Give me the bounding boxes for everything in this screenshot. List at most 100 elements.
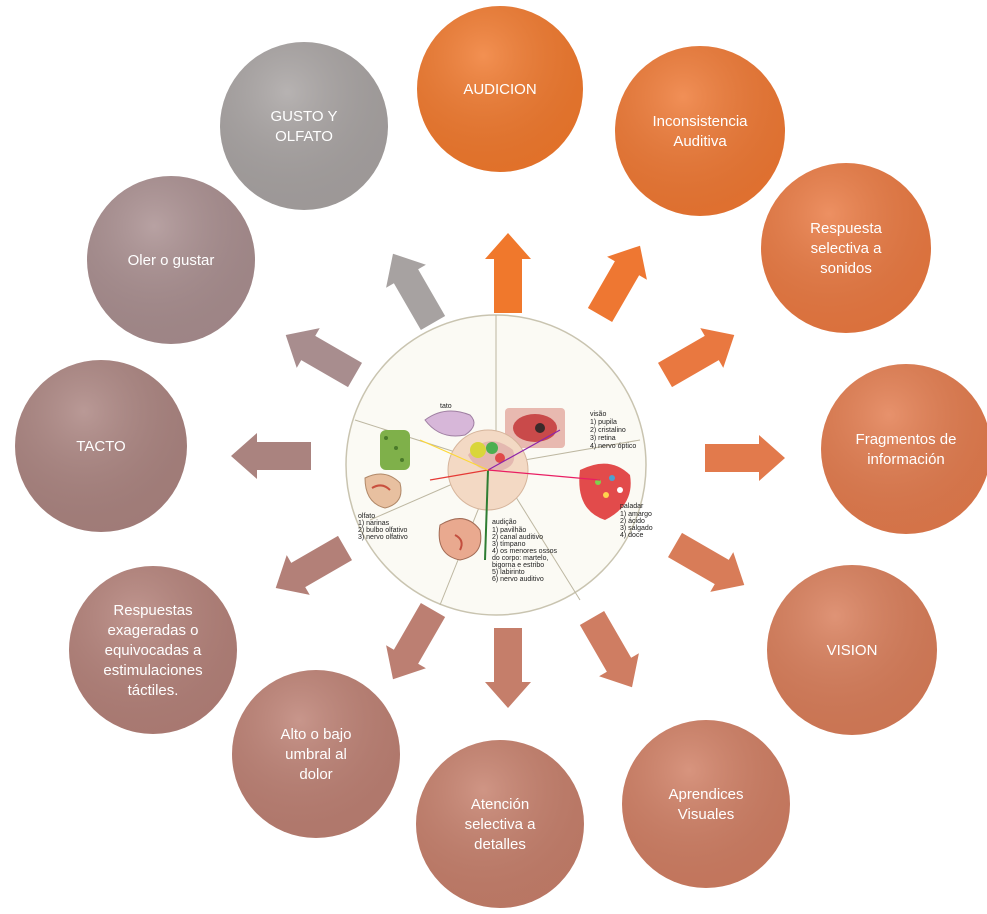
node-oler-gustar: Oler o gustar <box>87 176 255 344</box>
node-label-line: OLFATO <box>275 128 333 145</box>
node-label-line: Oler o gustar <box>128 252 215 269</box>
node-shading <box>15 360 187 532</box>
node-label-line: detalles <box>474 836 526 853</box>
center-list-item: 1) pupila <box>590 419 617 426</box>
center-list-item: 1) pavilhão <box>492 527 526 534</box>
label-visao: visão <box>590 411 606 418</box>
node-shading <box>417 6 583 172</box>
node-atencion-selectiva: Atención selectiva a detalles <box>416 740 584 908</box>
node-label-line: VISION <box>827 642 878 659</box>
node-shading <box>821 364 987 534</box>
node-gusto-olfato: GUSTO Y OLFATO <box>220 42 388 210</box>
center-list-item: 2) bulbo olfativo <box>358 527 408 534</box>
center-list-item: 6) nervo auditivo <box>492 576 544 583</box>
arrow-shape <box>485 233 531 313</box>
center-list-item: 4) nervo óptico <box>590 443 636 450</box>
center-list-item: 3) nervo olfativo <box>358 534 408 541</box>
node-vision: VISION <box>767 565 937 735</box>
node-label-line: selectiva a <box>465 816 537 833</box>
arrow-to-respuestas-exageradas <box>275 535 352 595</box>
node-shading <box>767 565 937 735</box>
arrow-to-audicion <box>485 233 531 313</box>
arrow-shape <box>658 328 735 388</box>
center-list-item: 3) salgado <box>620 525 653 532</box>
arrow-shape <box>485 628 531 708</box>
node-label-line: Atención <box>471 796 529 813</box>
node-label-line: AUDICION <box>463 81 536 98</box>
node-tacto: TACTO <box>15 360 187 532</box>
node-shading <box>615 46 785 216</box>
arrow-shape <box>579 611 639 688</box>
arrow-shape <box>285 328 362 388</box>
center-list-item: 3) retina <box>590 435 616 442</box>
node-shading <box>220 42 388 210</box>
arrow-to-umbral-dolor <box>386 603 446 680</box>
node-label-line: sonidos <box>820 260 872 277</box>
center-list-item: 1) narinas <box>358 520 390 527</box>
node-label-line: estimulaciones <box>103 662 202 679</box>
node-shading <box>69 566 237 734</box>
arrow-shape <box>275 535 352 595</box>
node-shading <box>232 670 400 838</box>
node-label-line: Alto o bajo <box>281 726 352 743</box>
node-label-line: táctiles. <box>128 682 179 699</box>
arrow-to-oler-gustar <box>285 328 362 388</box>
node-label-line: Aprendices <box>668 786 743 803</box>
center-list-item: 2) ácido <box>620 518 645 525</box>
node-label-line: GUSTO Y <box>271 108 338 125</box>
center-list-item: 2) cristalino <box>590 427 626 434</box>
node-label-line: Visuales <box>678 806 734 823</box>
label-olfato: olfato <box>358 513 375 520</box>
node-label-line: exageradas o <box>108 622 199 639</box>
node-label-line: equivocadas a <box>105 642 202 659</box>
node-label-line: Auditiva <box>673 133 727 150</box>
center-list-item: 3) tímpano <box>492 541 526 548</box>
node-label-line: Fragmentos de <box>856 431 957 448</box>
center-list-item: 5) labirinto <box>492 569 525 576</box>
node-label-line: Respuesta <box>810 220 882 237</box>
node-shading <box>761 163 931 333</box>
node-respuesta-selectiva: Respuesta selectiva a sonidos <box>761 163 931 333</box>
arrow-to-gusto-olfato <box>386 253 446 330</box>
node-shading <box>622 720 790 888</box>
node-audicion: AUDICION <box>417 6 583 172</box>
arrow-shape <box>231 433 311 479</box>
node-label-line: selectiva a <box>811 240 883 257</box>
arrow-to-respuesta-selectiva <box>658 328 735 388</box>
touch-illustration: tato <box>380 403 475 470</box>
center-list-item: 4) os menores ossos <box>492 548 557 555</box>
arrow-to-aprendices-visuales <box>579 611 639 688</box>
arrow-to-inconsistencia-auditiva <box>587 245 647 322</box>
node-label-line: dolor <box>299 766 332 783</box>
label-tato: tato <box>440 403 452 410</box>
node-label-line: Inconsistencia <box>652 113 748 130</box>
arrow-shape <box>668 532 745 592</box>
arrow-to-vision <box>668 532 745 592</box>
arrow-shape <box>386 253 446 330</box>
arrows-layer <box>231 233 785 708</box>
center-list-item: bigorna e estribo <box>492 562 544 569</box>
center-list-item: 2) canal auditivo <box>492 534 543 541</box>
center-list-item: do corpo: martelo, <box>492 555 548 562</box>
arrow-shape <box>587 245 647 322</box>
arrow-to-atencion-selectiva <box>485 628 531 708</box>
node-shading <box>87 176 255 344</box>
arrow-to-fragmentos <box>705 435 785 481</box>
center-list-item: 4) doce <box>620 532 643 539</box>
node-shading <box>416 740 584 908</box>
node-label-line: Respuestas <box>113 602 192 619</box>
label-paladar: paladar <box>620 503 644 510</box>
nodes-layer: AUDICIONInconsistenciaAuditivaRespuestas… <box>15 6 987 908</box>
